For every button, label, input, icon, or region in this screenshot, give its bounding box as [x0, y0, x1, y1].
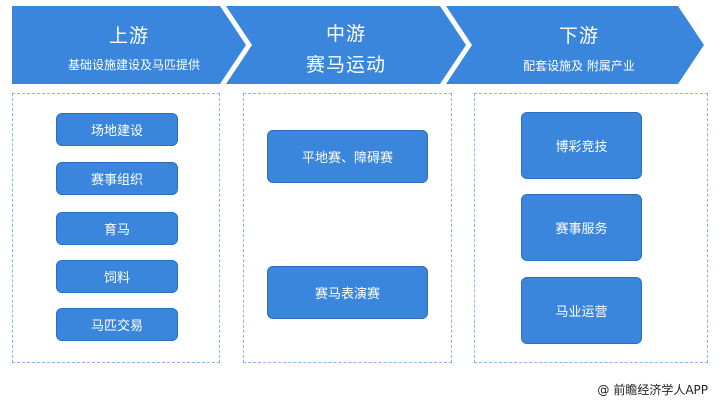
midstream-title: 中游 — [325, 23, 366, 45]
source-credit: @前瞻经济学人APP — [597, 381, 708, 398]
downstream-title: 下游 — [558, 25, 599, 47]
at-symbol: @ — [597, 383, 610, 397]
upstream-chevron: 上游 基础设施建设及马匹提供 — [12, 6, 246, 84]
source-text: 前瞻经济学人APP — [613, 383, 708, 397]
upstream-title: 上游 — [108, 25, 149, 47]
midstream-item-flat-obstacle-race: 平地赛、障碍赛 — [267, 130, 428, 183]
downstream-panel — [474, 93, 708, 363]
downstream-item-event-services: 赛事服务 — [521, 194, 642, 261]
upstream-item-venue-construction: 场地建设 — [56, 113, 178, 146]
downstream-subtitle: 配套设施及 附属产业 — [523, 59, 635, 73]
midstream-item-exhibition-race: 赛马表演赛 — [267, 266, 428, 319]
upstream-item-feed: 饲料 — [56, 260, 178, 293]
upstream-item-horse-trading: 马匹交易 — [56, 308, 178, 341]
upstream-item-horse-breeding: 育马 — [56, 212, 178, 245]
downstream-item-betting: 博彩竞技 — [521, 112, 642, 179]
upstream-panel — [12, 93, 220, 363]
midstream-chevron: 中游 赛马运动 — [226, 6, 466, 84]
upstream-subtitle: 基础设施建设及马匹提供 — [67, 58, 200, 72]
midstream-subtitle: 赛马运动 — [305, 54, 386, 76]
upstream-item-event-organization: 赛事组织 — [56, 162, 178, 195]
downstream-item-horse-operations: 马业运营 — [521, 277, 642, 344]
downstream-chevron: 下游 配套设施及 附属产业 — [446, 6, 704, 84]
midstream-panel — [243, 93, 452, 363]
